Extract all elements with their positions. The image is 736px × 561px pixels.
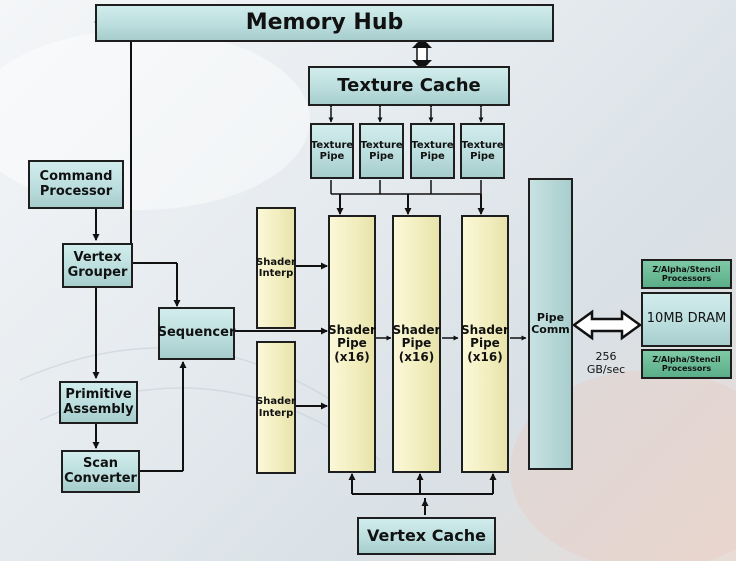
shader-pipe-label: Shader Pipe (x16) <box>461 322 509 364</box>
dram-block: 10MB DRAM <box>641 292 732 347</box>
shader-pipe-3: Shader Pipe (x16) <box>461 215 509 473</box>
texture-pipe-1: Texture Pipe <box>310 123 354 179</box>
command-processor-block: Command Processor <box>28 160 124 209</box>
z-alpha-stencil-top: Z/Alpha/Stencil Processors <box>641 259 732 289</box>
shader-interp-label: Shader Interp <box>256 256 296 279</box>
scan-converter-block: Scan Converter <box>61 450 140 493</box>
z-alpha-stencil-label: Z/Alpha/Stencil Processors <box>652 264 721 283</box>
scan-converter-label: Scan Converter <box>64 455 137 486</box>
shader-pipe-2: Shader Pipe (x16) <box>392 215 441 473</box>
shader-interp-2: Shader Interp <box>256 341 296 474</box>
memory-hub-block: Memory Hub <box>95 4 554 42</box>
vertex-grouper-label: Vertex Grouper <box>67 249 128 280</box>
pipe-comm-label: Pipe Comm <box>531 310 570 336</box>
shader-pipe-label: Shader Pipe (x16) <box>328 322 376 364</box>
vertex-cache-block: Vertex Cache <box>357 517 496 555</box>
texture-pipe-4: Texture Pipe <box>460 123 505 179</box>
texture-cache-block: Texture Cache <box>308 66 510 106</box>
memory-hub-label: Memory Hub <box>245 9 404 35</box>
shader-pipe-1: Shader Pipe (x16) <box>328 215 376 473</box>
shader-interp-1: Shader Interp <box>256 207 296 329</box>
vertex-grouper-block: Vertex Grouper <box>62 243 133 288</box>
shader-interp-label: Shader Interp <box>256 396 296 419</box>
z-alpha-stencil-label: Z/Alpha/Stencil Processors <box>652 354 721 373</box>
primitive-assembly-block: Primitive Assembly <box>59 381 138 424</box>
bandwidth-label: 256 GB/sec <box>586 350 626 376</box>
pipe-comm-block: Pipe Comm <box>528 178 573 470</box>
command-processor-label: Command Processor <box>39 168 113 199</box>
shader-pipe-label: Shader Pipe (x16) <box>392 322 441 364</box>
pipecomm-dram-double-arrow <box>571 309 643 341</box>
sequencer-label: Sequencer <box>157 325 236 341</box>
texture-pipe-label: Texture Pipe <box>360 139 403 162</box>
dram-label: 10MB DRAM <box>646 311 727 327</box>
texture-pipe-label: Texture Pipe <box>310 139 354 162</box>
texture-pipe-3: Texture Pipe <box>410 123 455 179</box>
texture-pipe-label: Texture Pipe <box>411 139 454 162</box>
z-alpha-stencil-bottom: Z/Alpha/Stencil Processors <box>641 349 732 379</box>
vertex-cache-label: Vertex Cache <box>367 526 486 546</box>
sequencer-block: Sequencer <box>158 307 235 360</box>
memory-texture-double-arrow <box>412 38 432 70</box>
texture-pipe-label: Texture Pipe <box>461 139 504 162</box>
primitive-assembly-label: Primitive Assembly <box>63 386 134 417</box>
texture-cache-label: Texture Cache <box>337 74 481 96</box>
texture-pipe-2: Texture Pipe <box>359 123 404 179</box>
